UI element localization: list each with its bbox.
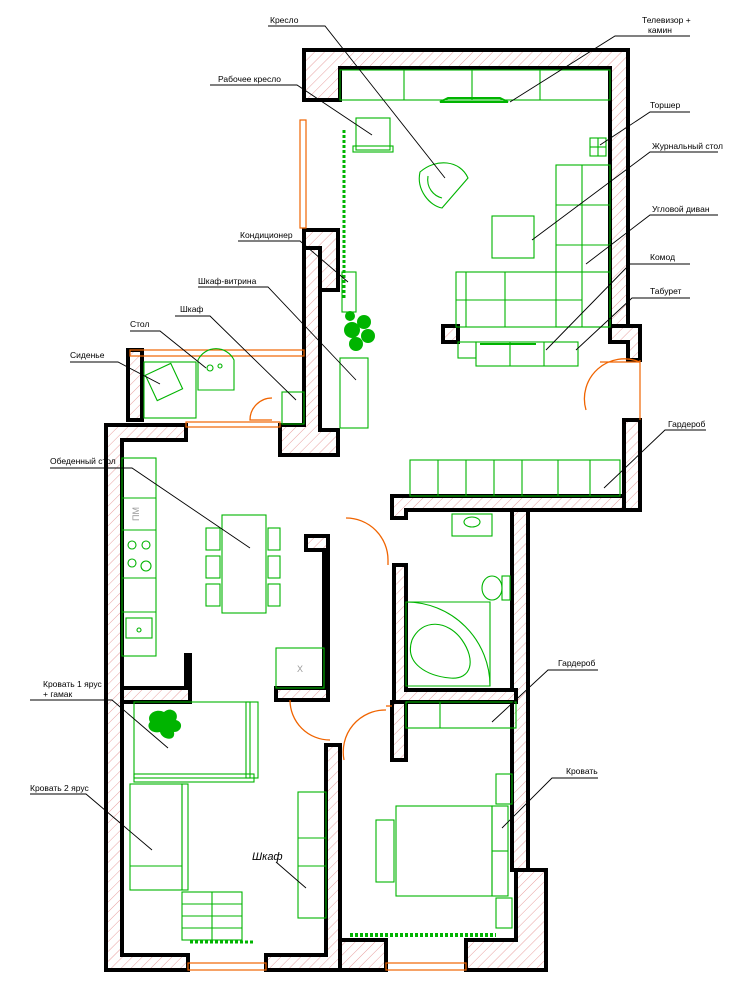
display-cabinet — [339, 357, 369, 429]
kitchen-counter — [121, 457, 157, 657]
label-armchair: Кресло — [270, 15, 299, 25]
fridge-mark: X — [297, 664, 303, 674]
floor-lamp — [589, 137, 607, 157]
label-work-chair: Рабочее кресло — [218, 74, 281, 84]
leader-bedroom-wardrobe — [491, 669, 598, 723]
label-wardrobe-small: Шкаф — [180, 304, 203, 314]
label-hall-wardrobe: Гардероб — [668, 419, 706, 429]
wall-west — [104, 423, 190, 972]
wall-balcony — [126, 348, 144, 422]
leader-floor-lamp — [599, 111, 690, 146]
leader-bunk1 — [30, 699, 169, 749]
leader-ac — [238, 240, 349, 283]
wall-bath — [392, 563, 518, 704]
work-chair — [352, 117, 394, 153]
label-bunk1-line2: + гамак — [43, 689, 73, 699]
bunk-bed-1 — [133, 701, 259, 783]
kids-wardrobe — [297, 791, 327, 919]
label-table: Стол — [130, 319, 149, 329]
dresser — [457, 341, 579, 367]
label-bedroom-wardrobe: Гардероб — [558, 658, 596, 668]
labels: Кресло Телевизор + камин Рабочее кресло … — [30, 15, 723, 863]
wall-south — [338, 938, 388, 972]
wall-southeast — [464, 868, 548, 972]
plant — [344, 311, 375, 351]
leader-seat — [70, 361, 161, 385]
wall-hall-top — [390, 494, 626, 520]
label-corner-sofa: Угловой диван — [652, 204, 710, 214]
kids-stairs — [181, 891, 243, 941]
fridge — [275, 647, 325, 689]
leader-bunk2 — [30, 793, 153, 851]
windows — [129, 119, 641, 971]
window-balcony-top — [129, 349, 305, 357]
label-bunk1-line1: Кровать 1 ярус — [43, 679, 103, 689]
wall-living-top — [302, 48, 630, 332]
tv-fireplace-unit — [339, 69, 611, 103]
wall-living-inner — [441, 324, 460, 344]
dining-table — [205, 514, 281, 614]
door-hall-kids — [289, 699, 331, 741]
leader-wardrobe-small — [175, 315, 297, 401]
door-balcony — [249, 397, 273, 421]
wall-right-upper — [608, 324, 642, 362]
door-entrance — [583, 358, 641, 411]
wardrobe-small — [281, 391, 305, 425]
leader-dining — [50, 467, 251, 549]
air-conditioner — [341, 130, 357, 313]
label-tv-line2: камин — [648, 25, 672, 35]
bedroom-wardrobe — [405, 701, 517, 729]
window-kids-bottom — [187, 962, 267, 971]
leader-display — [198, 286, 357, 381]
window-bedroom-bottom — [385, 962, 467, 971]
bathroom — [405, 513, 511, 687]
window-kitchen-top — [185, 421, 281, 428]
corner-sofa — [455, 164, 611, 328]
label-floor-lamp: Торшер — [650, 100, 681, 110]
balcony-table — [197, 348, 235, 391]
leaders — [30, 25, 718, 889]
leader-hall-wardrobe — [603, 429, 706, 489]
hall-wardrobe — [409, 459, 621, 497]
leader-table — [130, 330, 207, 369]
window-living-west — [299, 119, 307, 229]
furniture: ПМ X — [121, 69, 621, 944]
label-ac: Кондиционер — [240, 230, 293, 240]
label-dresser: Комод — [650, 252, 675, 262]
leader-bed — [501, 777, 598, 829]
label-coffee-table: Журнальный стол — [652, 141, 723, 151]
balcony-seat — [143, 361, 197, 419]
wall-kitchen-partition — [120, 653, 192, 704]
label-bed: Кровать — [566, 766, 598, 776]
leader-corner-sofa — [585, 214, 718, 265]
label-display: Шкаф-витрина — [198, 276, 257, 286]
doors — [249, 358, 641, 761]
leader-armchair — [268, 25, 446, 179]
wall-bath-lower — [390, 700, 408, 762]
label-seat: Сиденье — [70, 350, 105, 360]
leader-work-chair — [210, 84, 373, 136]
dishwasher-mark: ПМ — [131, 507, 141, 521]
door-kitchen — [345, 517, 389, 565]
leader-tv — [509, 35, 690, 103]
wall-living-left-lower — [278, 246, 340, 457]
leader-dresser — [545, 263, 690, 351]
leader-stool — [575, 297, 690, 351]
wall-kitchen-east — [274, 534, 330, 702]
leader-coffee-table — [531, 151, 718, 241]
walls — [104, 48, 642, 972]
armchair — [418, 162, 469, 209]
leader-kids-wardrobe — [275, 861, 307, 889]
label-dining: Обеденный стол — [50, 456, 116, 466]
label-stool: Табурет — [650, 286, 682, 296]
label-bunk2: Кровать 2 ярус — [30, 783, 90, 793]
coffee-table — [491, 215, 535, 259]
bunk-bed-2 — [129, 783, 189, 891]
label-kids-wardrobe: Шкаф — [252, 851, 283, 863]
label-tv-line1: Телевизор + — [642, 15, 691, 25]
wall-right-mid — [510, 418, 642, 872]
door-kids-bedroom — [342, 709, 387, 761]
bed — [375, 773, 513, 929]
